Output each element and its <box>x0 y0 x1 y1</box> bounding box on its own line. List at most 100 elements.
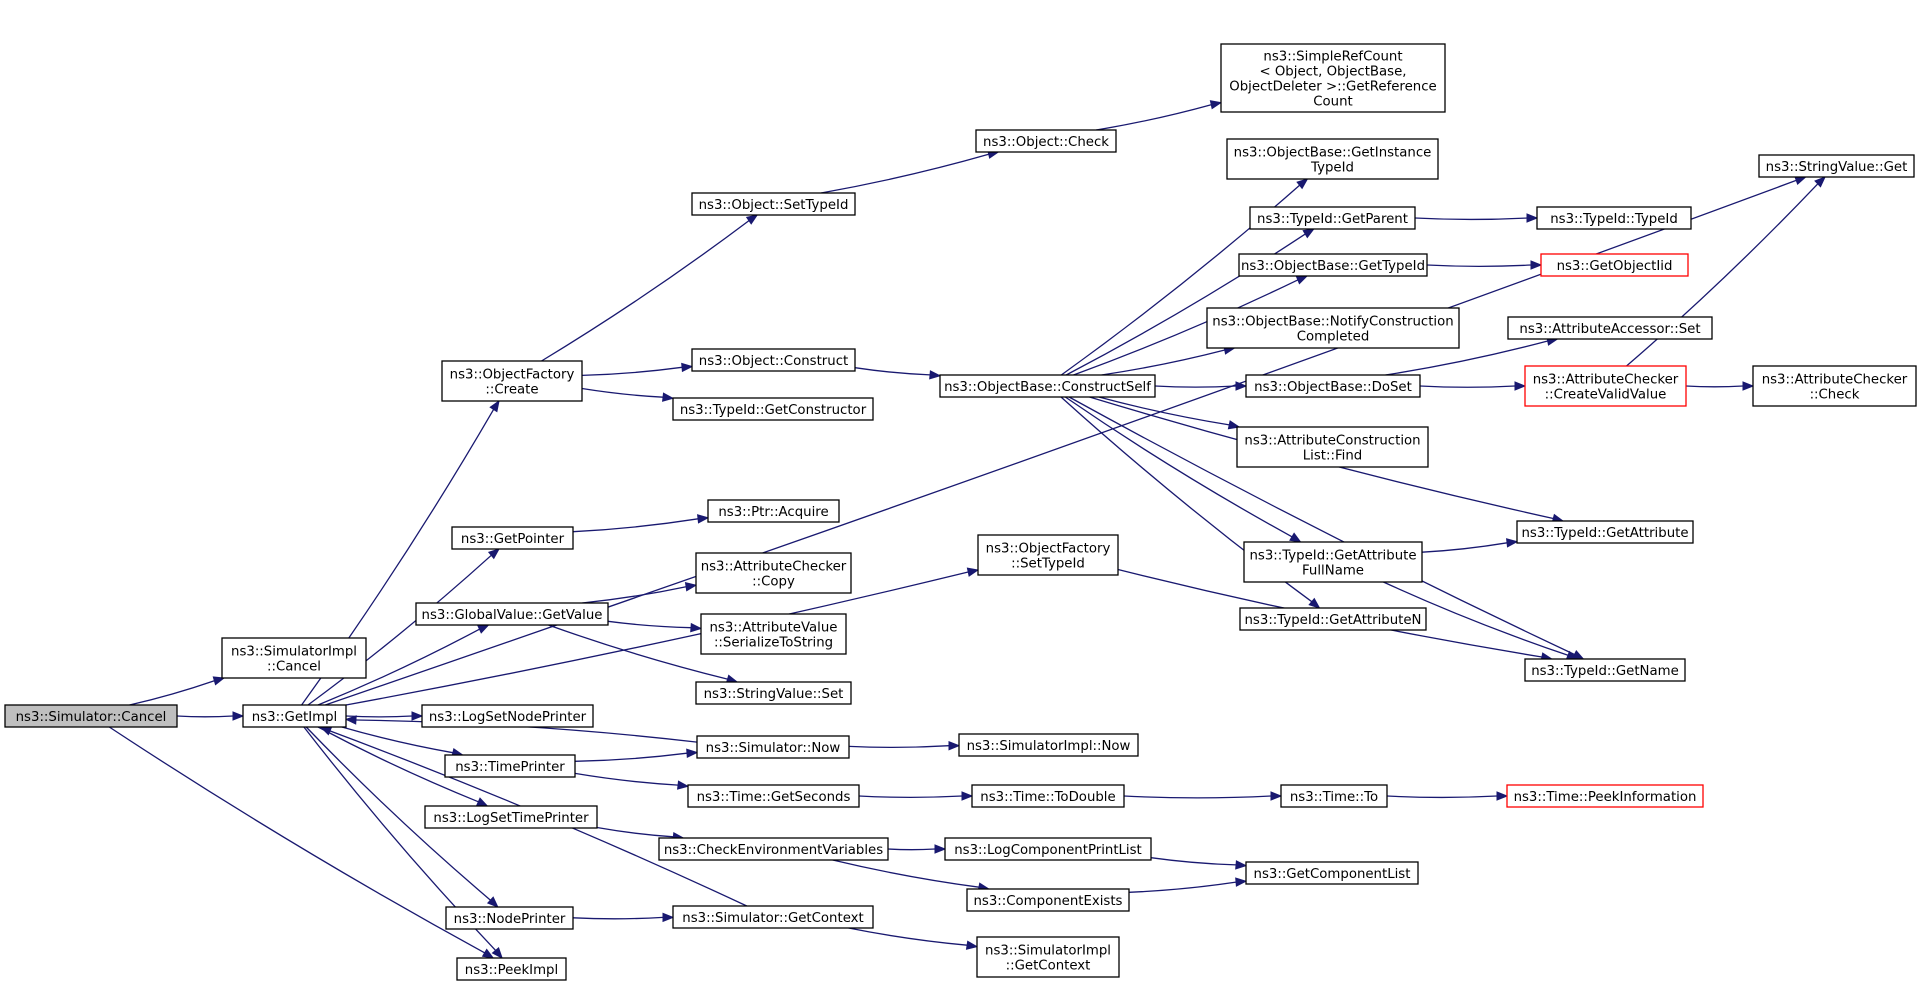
node-box <box>1243 541 1423 583</box>
edge-n12-to-n23 <box>854 367 942 380</box>
edge-line <box>848 745 950 749</box>
node-ns3-object-settypeid[interactable]: ns3::Object::SetTypeId <box>691 192 856 216</box>
node-ns3-simulator-cancel[interactable]: ns3::Simulator::Cancel <box>4 704 178 728</box>
node-ns3-checkenvironmentvariables[interactable]: ns3::CheckEnvironmentVariables <box>658 837 889 861</box>
edge-n9-to-n21 <box>572 912 675 923</box>
node-ns3-typeid-typeid[interactable]: ns3::TypeId::TypeId <box>1536 206 1692 230</box>
node-label-line: ns3::GetObjectIid <box>1557 259 1673 274</box>
node-ns3-attributechecker-check[interactable]: ns3::AttributeChecker::Check <box>1752 365 1917 407</box>
node-box <box>1540 253 1689 277</box>
node-label-line: ns3::LogComponentPrintList <box>954 843 1142 858</box>
node-ns3-nodeprinter[interactable]: ns3::NodePrinter <box>445 906 574 930</box>
node-ns3-componentexists[interactable]: ns3::ComponentExists <box>966 888 1130 912</box>
node-ns3-objectbase-doset[interactable]: ns3::ObjectBase::DoSet <box>1245 374 1421 398</box>
edge-line <box>848 927 968 946</box>
edge-line <box>1128 881 1237 893</box>
node-box <box>695 681 852 705</box>
edge-line <box>1098 396 1230 426</box>
node-ns3-typeid-getattributen[interactable]: ns3::TypeId::GetAttributeN <box>1239 607 1427 631</box>
edge-line <box>1123 795 1272 799</box>
node-ns3-attributeaccessor-set[interactable]: ns3::AttributeAccessor::Set <box>1507 316 1713 340</box>
node-ns3-peekimpl[interactable]: ns3::PeekImpl <box>456 957 567 981</box>
edge-line <box>582 586 687 604</box>
node-ns3-typeid-getname[interactable]: ns3::TypeId::GetName <box>1524 658 1686 682</box>
arrowhead <box>1514 381 1527 391</box>
node-ns3-simulatorimpl-cancel[interactable]: ns3::SimulatorImpl::Cancel <box>221 637 367 679</box>
edge-line <box>572 518 699 533</box>
node-box <box>700 613 847 655</box>
node-ns3-getobjectiid[interactable]: ns3::GetObjectIid <box>1540 253 1689 277</box>
node-ns3-globalvalue-getvalue[interactable]: ns3::GlobalValue::GetValue <box>415 602 609 626</box>
node-ns3-getimpl[interactable]: ns3::GetImpl <box>242 704 347 728</box>
node-ns3-attributechecker-createvalidvalue[interactable]: ns3::AttributeChecker::CreateValidValue <box>1524 365 1687 407</box>
node-ns3-attributechecker-copy[interactable]: ns3::AttributeChecker::Copy <box>695 552 852 594</box>
arrowhead <box>697 514 710 524</box>
node-ns3-objectbase-notifyconstruction-completed[interactable]: ns3::ObjectBase::NotifyConstructionCompl… <box>1206 307 1460 349</box>
node-label-line: ns3::TypeId::GetParent <box>1257 212 1408 227</box>
edge-line <box>317 628 480 706</box>
node-ns3-time-peekinformation[interactable]: ns3::Time::PeekInformation <box>1506 784 1704 808</box>
edge-n4-to-n14 <box>572 514 710 533</box>
node-label-line: < Object, ObjectBase, <box>1259 65 1406 80</box>
node-box <box>672 905 874 929</box>
arrowhead <box>475 797 489 807</box>
node-ns3-logcomponentprintlist[interactable]: ns3::LogComponentPrintList <box>944 837 1152 861</box>
node-label-line: ns3::ObjectFactory <box>450 368 575 383</box>
node-label-line: ns3::TypeId::GetConstructor <box>680 403 867 418</box>
arrowhead <box>966 567 980 577</box>
node-ns3-objectbase-gettypeid[interactable]: ns3::ObjectBase::GetTypeId <box>1238 253 1428 277</box>
node-ns3-simulatorimpl-now[interactable]: ns3::SimulatorImpl::Now <box>958 733 1139 757</box>
node-ns3-stringvalue-set[interactable]: ns3::StringValue::Set <box>695 681 852 705</box>
node-box <box>1226 138 1439 180</box>
node-label-line: ns3::LogSetTimePrinter <box>433 811 589 826</box>
node-label-line: ::Create <box>485 383 538 398</box>
edge-line <box>1068 396 1575 656</box>
node-label-line: ns3::SimulatorImpl::Now <box>967 739 1131 754</box>
node-ns3-typeid-getattribute[interactable]: ns3::TypeId::GetAttribute <box>1516 520 1694 544</box>
arrowhead <box>1526 213 1539 223</box>
node-box <box>1206 307 1460 349</box>
node-ns3-simulatorimpl-getcontext[interactable]: ns3::SimulatorImpl::GetContext <box>976 936 1120 978</box>
node-ns3-time-getseconds[interactable]: ns3::Time::GetSeconds <box>687 784 860 808</box>
node-ns3-typeid-getconstructor[interactable]: ns3::TypeId::GetConstructor <box>672 397 874 421</box>
node-ns3-stringvalue-get[interactable]: ns3::StringValue::Get <box>1758 154 1915 178</box>
node-ns3-simplerefcount-object-objectbase-objectdeleter-getreference-count[interactable]: ns3::SimpleRefCount< Object, ObjectBase,… <box>1220 43 1446 113</box>
node-ns3-object-check[interactable]: ns3::Object::Check <box>975 129 1117 153</box>
node-ns3-ptr-acquire[interactable]: ns3::Ptr::Acquire <box>707 499 840 523</box>
edge-n23-to-n37 <box>1064 396 1302 543</box>
node-label-line: ns3::Simulator::GetContext <box>682 911 863 926</box>
edge-n2-to-n9 <box>305 726 499 908</box>
node-ns3-objectfactory-create[interactable]: ns3::ObjectFactory::Create <box>441 360 583 402</box>
node-ns3-logsetnodeprinter[interactable]: ns3::LogSetNodePrinter <box>421 704 594 728</box>
node-ns3-time-todouble[interactable]: ns3::Time::ToDouble <box>971 784 1125 808</box>
node-label-line: ns3::Object::Construct <box>699 354 848 369</box>
node-ns3-time-to[interactable]: ns3::Time::To <box>1280 784 1388 808</box>
node-ns3-objectbase-constructself[interactable]: ns3::ObjectBase::ConstructSelf <box>939 374 1156 398</box>
node-box <box>456 957 567 981</box>
arrowhead <box>1289 532 1302 543</box>
node-ns3-timeprinter[interactable]: ns3::TimePrinter <box>444 754 576 778</box>
arrowhead <box>212 676 226 686</box>
node-ns3-getcomponentlist[interactable]: ns3::GetComponentList <box>1245 861 1419 885</box>
node-box <box>221 637 367 679</box>
arrowhead <box>1270 791 1283 801</box>
arrowhead <box>1235 877 1248 887</box>
arrowhead <box>1235 860 1248 870</box>
node-label-line: ns3::Time::To <box>1290 790 1378 805</box>
node-ns3-logsettimeprinter[interactable]: ns3::LogSetTimePrinter <box>424 805 598 829</box>
edge-n3-to-n11 <box>541 214 759 362</box>
node-ns3-attributevalue-serializetostring[interactable]: ns3::AttributeValue::SerializeToString <box>700 613 847 655</box>
node-ns3-objectfactory-settypeid[interactable]: ns3::ObjectFactory::SetTypeId <box>977 534 1119 576</box>
edge-line <box>548 624 728 680</box>
node-ns3-getpointer[interactable]: ns3::GetPointer <box>451 526 574 550</box>
node-ns3-object-construct[interactable]: ns3::Object::Construct <box>691 348 856 372</box>
node-ns3-simulator-getcontext[interactable]: ns3::Simulator::GetContext <box>672 905 874 929</box>
node-box <box>1524 658 1686 682</box>
node-ns3-simulator-now[interactable]: ns3::Simulator::Now <box>696 735 850 759</box>
arrowhead <box>961 791 974 801</box>
node-box <box>975 129 1117 153</box>
node-ns3-typeid-getparent[interactable]: ns3::TypeId::GetParent <box>1249 206 1416 230</box>
